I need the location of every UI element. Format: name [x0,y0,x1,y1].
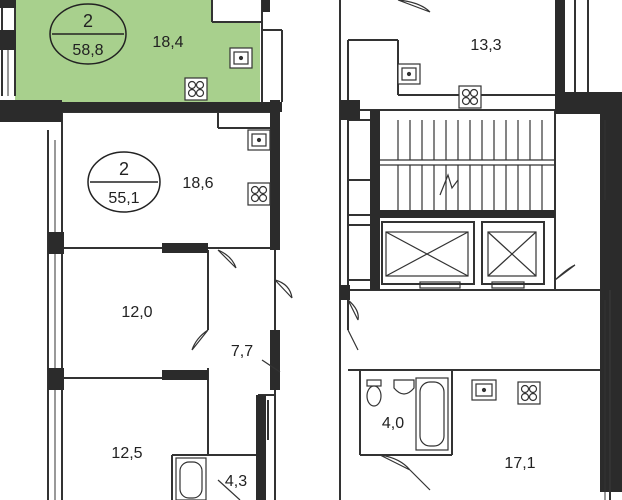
stove-icon [247,182,271,206]
toilet-icon [366,379,382,407]
room-area-label: 18,6 [182,175,213,192]
room-area-label: 12,0 [121,304,152,321]
apartment-area: 58,8 [72,42,103,59]
right-walls [348,0,611,500]
stove-icon [184,77,208,101]
bathtub-icon [415,377,449,451]
apartment-badge[interactable]: 2 55,1 [87,151,161,213]
room-area-label: 4,3 [225,473,247,490]
sink-icon [229,47,253,69]
sink-icon [397,63,421,85]
left-thick-walls [0,0,282,500]
room-area-label: 17,1 [504,455,535,472]
apartment-rooms: 2 [119,159,129,179]
windows [7,50,606,500]
sink-icon [471,379,497,401]
apartment-badge[interactable]: 2 58,8 [49,3,127,65]
room-area-label: 7,7 [231,343,253,360]
room-area-label: 18,4 [152,34,183,51]
apartment-rooms: 2 [83,11,93,31]
stove-icon [458,85,482,109]
room-area-label: 13,3 [470,37,501,54]
sink-icon [247,129,271,151]
room-area-label: 4,0 [382,415,404,432]
bathtub-icon [175,457,207,500]
sink-icon [393,379,415,395]
elevator-icon [385,231,537,289]
stairs-icon [378,120,555,210]
apartment-58-highlight[interactable] [15,0,262,102]
stove-icon [517,381,541,405]
apartment-area: 55,1 [108,190,139,207]
doors [191,0,576,500]
room-area-label: 12,5 [111,445,142,462]
